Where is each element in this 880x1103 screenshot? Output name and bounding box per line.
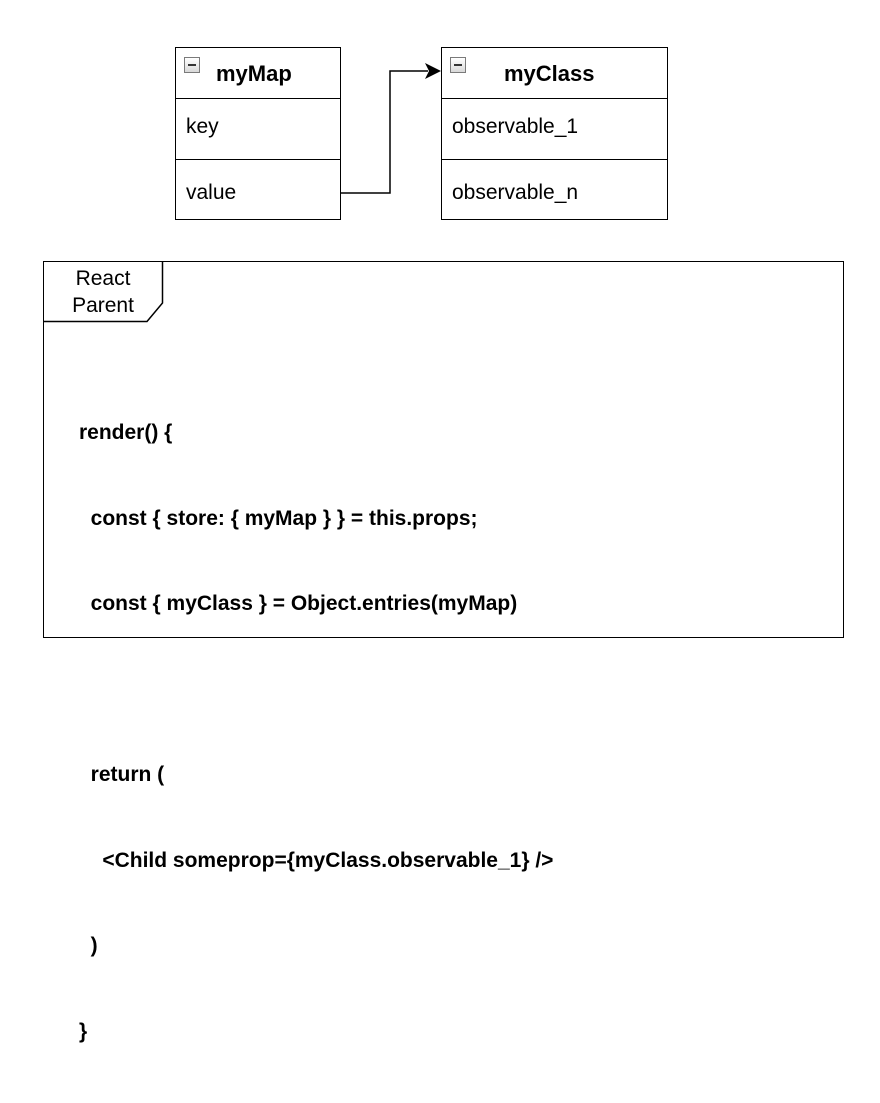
field-label: key [186, 115, 219, 138]
code-line [79, 676, 553, 705]
class-box-mymap[interactable]: myMap key value [175, 47, 341, 220]
frame-tab [43, 261, 163, 322]
code-line: return ( [79, 763, 165, 786]
frame-label-line: Parent [72, 294, 134, 317]
collapse-icon[interactable] [184, 57, 200, 73]
field-label: observable_n [452, 181, 579, 204]
field-label: value [186, 181, 237, 204]
class-title: myClass [504, 61, 595, 86]
class-header-mymap: myMap [176, 48, 340, 99]
code-block: render() { const { store: { myMap } } = … [79, 362, 553, 1103]
class-box-myclass[interactable]: myClass observable_1 observable_n [441, 47, 668, 220]
field-row-key[interactable]: key [176, 99, 340, 160]
code-line: const { store: { myMap } } = this.props; [79, 506, 478, 530]
field-row-observable-1[interactable]: observable_1 [442, 99, 667, 160]
field-label: observable_1 [452, 115, 579, 138]
code-line: const { myClass } = Object.entries(myMap… [79, 592, 518, 615]
field-row-value[interactable]: value [176, 160, 340, 219]
frame-label-line: React [75, 267, 131, 290]
collapse-icon[interactable] [450, 57, 466, 73]
code-line: <Child someprop={myClass.observable_1} /… [79, 848, 554, 872]
connector-line [341, 70, 428, 194]
field-row-observable-n[interactable]: observable_n [442, 160, 667, 219]
frame-label: React Parent [44, 265, 162, 319]
class-title: myMap [216, 61, 292, 86]
react-parent-frame: React Parent render() { const { store: {… [43, 261, 844, 1043]
code-line: render() { [79, 421, 173, 444]
class-header-myclass: myClass [442, 48, 667, 99]
arrowhead-icon [425, 63, 441, 79]
code-line: ) [79, 934, 98, 957]
code-line: } [79, 1019, 88, 1043]
